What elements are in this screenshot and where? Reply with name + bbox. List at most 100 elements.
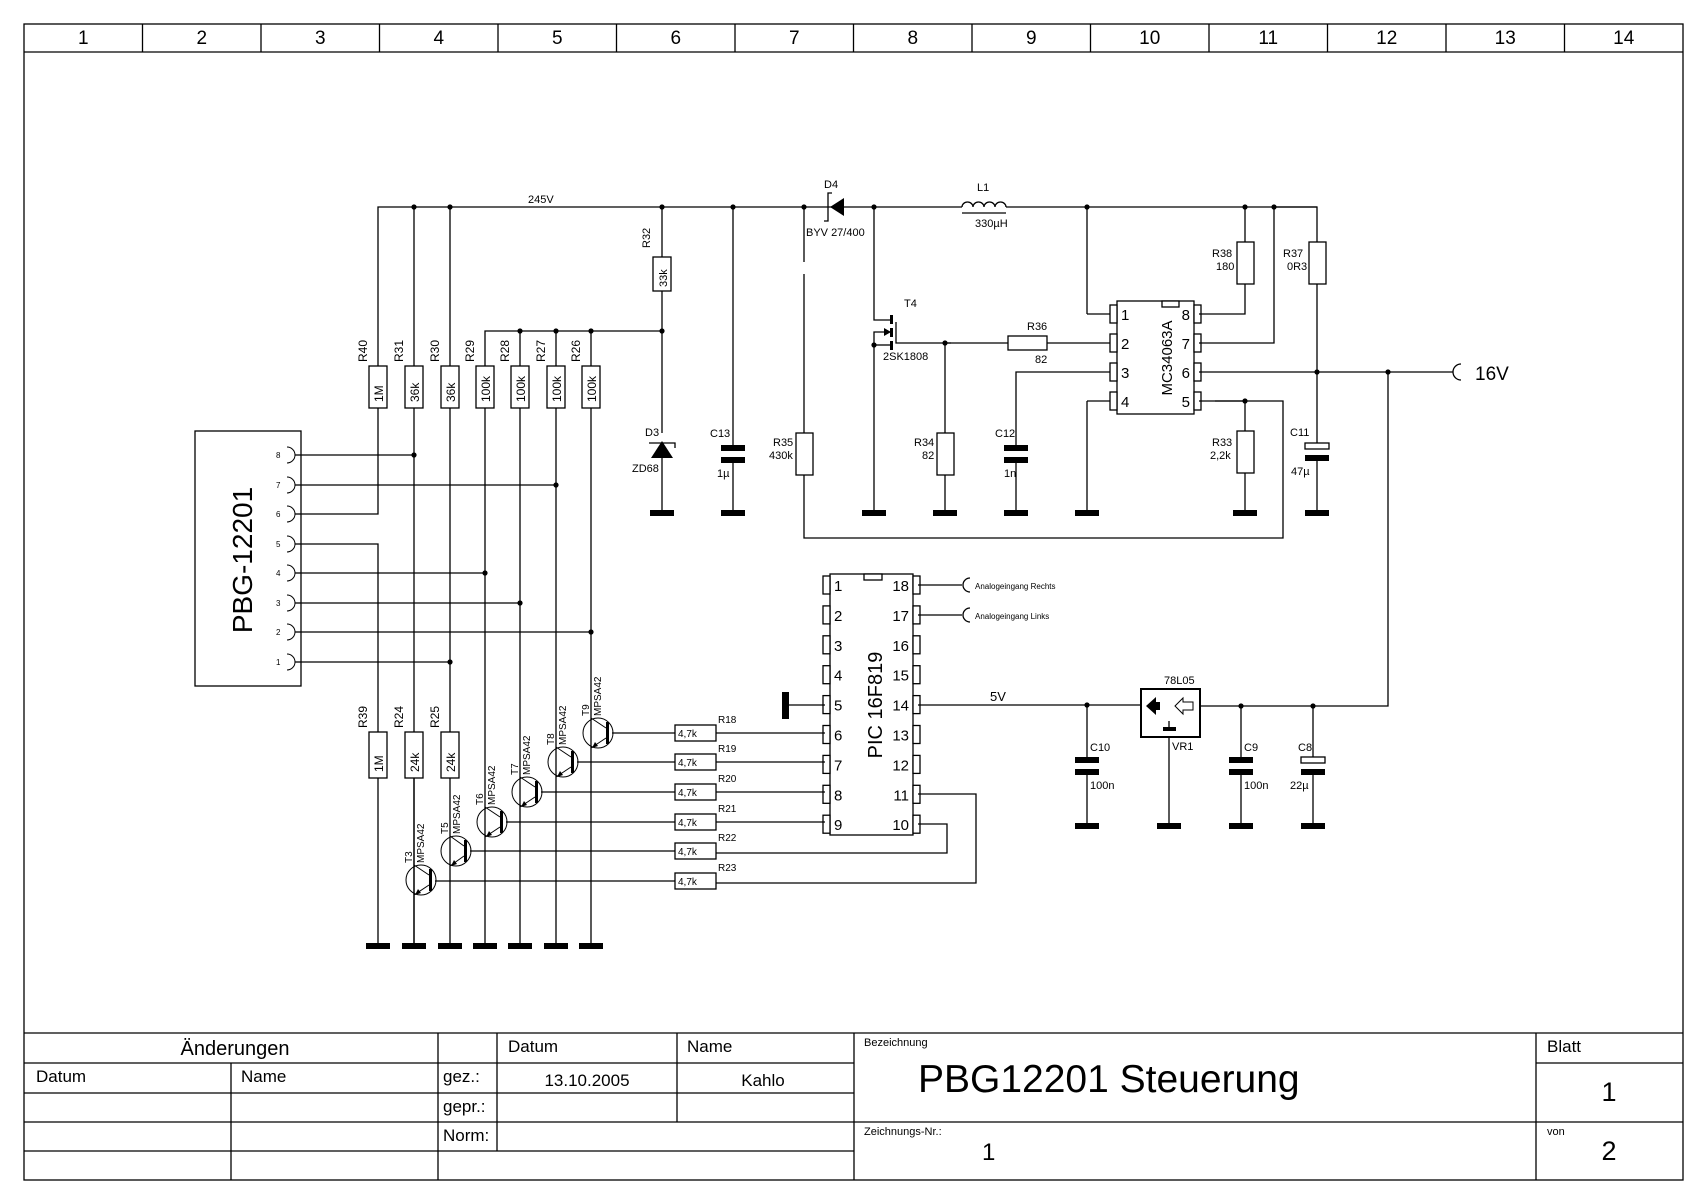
ground-icon bbox=[544, 943, 568, 949]
drawing-title: PBG12201 Steuerung bbox=[918, 1058, 1300, 1101]
ic-pin-left: 4 bbox=[1121, 394, 1129, 411]
base-resistor-value: 4,7k bbox=[678, 788, 698, 799]
blatt-label: Blatt bbox=[1547, 1037, 1581, 1056]
base-resistor-ref: R21 bbox=[718, 804, 737, 815]
column-number: 2 bbox=[196, 28, 207, 49]
connector-pin-number: 6 bbox=[276, 510, 281, 519]
connector-pin-socket-icon bbox=[286, 476, 296, 494]
r37-value: 0R3 bbox=[1287, 261, 1307, 273]
zeichnungs-nr-value: 1 bbox=[982, 1139, 995, 1166]
r33-value: 2,2k bbox=[1210, 450, 1231, 462]
column-number: 12 bbox=[1376, 28, 1397, 49]
ground-icon bbox=[1305, 510, 1329, 516]
mc34063a-name: MC34063A bbox=[1159, 320, 1176, 395]
ic-pin-left: 1 bbox=[834, 578, 842, 595]
resistor-top-value: 100k bbox=[550, 375, 564, 402]
regulator-78l05[interactable]: 78L05 VR1 C10 100n C9 100n C8 22µ bbox=[1075, 675, 1326, 823]
gez-datum: 13.10.2005 bbox=[544, 1071, 629, 1090]
connector-pin-number: 1 bbox=[276, 658, 281, 667]
junction-dot bbox=[1238, 703, 1244, 709]
resistor-top-ref: R30 bbox=[428, 340, 442, 362]
junction-dot bbox=[588, 629, 594, 635]
junction-dot bbox=[801, 204, 807, 210]
t4-ref: T4 bbox=[904, 298, 917, 310]
analog-input-right: Analogeingang Rechts bbox=[975, 582, 1056, 591]
blatt-value: 1 bbox=[1601, 1077, 1616, 1107]
ground-icon bbox=[1301, 823, 1325, 829]
connector-name: PBG-12201 bbox=[227, 487, 258, 633]
junction-dot bbox=[1242, 398, 1248, 404]
base-resistor bbox=[674, 842, 717, 860]
resistor-top-value: 100k bbox=[585, 375, 599, 402]
driver-stage: 4,7kR184,7kR194,7kR204,7kR214,7kR224,7kR… bbox=[404, 676, 825, 896]
base-resistor-value: 4,7k bbox=[678, 818, 698, 829]
column-number: 10 bbox=[1139, 28, 1160, 49]
d4-value: BYV 27/400 bbox=[806, 227, 865, 239]
resistor-top-ref: R27 bbox=[534, 340, 548, 362]
ground-icon bbox=[1157, 823, 1181, 829]
hv-rail: 245V bbox=[377, 194, 1317, 366]
resistor-top-ref: R31 bbox=[392, 340, 406, 362]
r32-value: 33k bbox=[658, 269, 670, 287]
junction-dot bbox=[553, 482, 559, 488]
junction-dot bbox=[871, 342, 877, 348]
pic-pin5-ground-icon bbox=[782, 692, 789, 719]
ic-pin-right: 16 bbox=[892, 638, 909, 655]
resistor-top-value: 36k bbox=[408, 382, 422, 402]
c9-value: 100n bbox=[1244, 780, 1268, 792]
base-resistor-ref: R19 bbox=[718, 744, 737, 755]
c10-value: 100n bbox=[1090, 780, 1114, 792]
base-resistor-value: 4,7k bbox=[678, 729, 698, 740]
connector-pin-socket-icon bbox=[286, 505, 296, 523]
resistor-top-value: 1M bbox=[372, 385, 386, 402]
d3-value: ZD68 bbox=[632, 463, 659, 475]
junction-dot bbox=[659, 328, 665, 334]
ic-pin-left: 2 bbox=[1121, 336, 1129, 353]
connector-pin-number: 8 bbox=[276, 451, 281, 460]
junction-dot bbox=[411, 204, 417, 210]
ground-icon bbox=[438, 943, 462, 949]
transistor-type: MPSA42 bbox=[452, 794, 463, 834]
l1-ref: L1 bbox=[977, 182, 989, 194]
ic-pin-right: 10 bbox=[892, 817, 909, 834]
base-resistor-ref: R23 bbox=[718, 863, 737, 874]
ic-pin-left: 7 bbox=[834, 757, 842, 774]
junction-dot bbox=[730, 204, 736, 210]
r32-body bbox=[652, 256, 672, 292]
ground-symbols bbox=[366, 510, 1329, 949]
r38-value: 180 bbox=[1216, 261, 1234, 273]
gez-name: Kahlo bbox=[741, 1071, 784, 1090]
ground-icon bbox=[1075, 823, 1099, 829]
ic-pin-left: 3 bbox=[834, 638, 842, 655]
ground-icon bbox=[1004, 510, 1028, 516]
base-resistor-value: 4,7k bbox=[678, 758, 698, 769]
ic-pin-right: 17 bbox=[892, 608, 909, 625]
connector-pin-socket-icon bbox=[286, 653, 296, 671]
base-resistor-ref: R18 bbox=[718, 715, 737, 726]
r37-ref: R37 bbox=[1283, 248, 1303, 260]
transistor-ref: T7 bbox=[510, 763, 521, 775]
input-16v-label: 16V bbox=[1475, 364, 1509, 385]
bezeichnung-label: Bezeichnung bbox=[864, 1037, 928, 1049]
regulator-input-arrow-icon bbox=[1174, 696, 1194, 716]
connector-pin-number: 5 bbox=[276, 540, 281, 549]
ic-pin-right: 6 bbox=[1182, 365, 1190, 382]
transistor-ref: T9 bbox=[581, 704, 592, 716]
changes-datum-label: Datum bbox=[36, 1067, 86, 1086]
logic-5v-label: 5V bbox=[990, 689, 1006, 704]
c13-ref: C13 bbox=[710, 428, 730, 440]
junction-dot bbox=[482, 570, 488, 576]
